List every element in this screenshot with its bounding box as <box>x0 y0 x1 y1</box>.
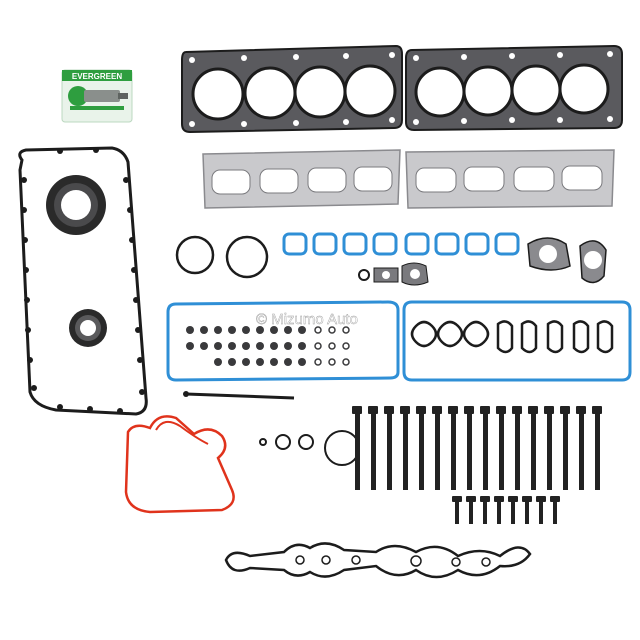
small-misc-gaskets <box>358 237 607 286</box>
rear-crank-seal <box>69 309 107 347</box>
intake-port-seals <box>282 232 520 256</box>
oil-pan-gasket <box>18 146 148 416</box>
head-gasket-left <box>181 44 403 134</box>
valve-stem-seals <box>186 326 306 366</box>
head-gasket-right <box>405 44 623 132</box>
short-bolts <box>452 496 560 524</box>
timing-cover-gasket <box>224 542 532 579</box>
head-bolts <box>352 406 602 490</box>
o-rings-top <box>175 235 269 279</box>
exhaust-manifold-gasket-left <box>202 149 401 209</box>
water-pump-gasket <box>124 415 235 514</box>
rear-strip-gasket <box>183 391 295 400</box>
o-rings-middle <box>259 430 360 466</box>
exhaust-manifold-gasket-right <box>405 149 615 209</box>
spark-plug-tube-seals <box>410 320 614 354</box>
watermark-text: © Mizumo Auto <box>256 311 358 328</box>
front-crank-seal <box>46 175 106 235</box>
valve-cover-gasket-right <box>402 300 632 382</box>
sealant-tube-package: EVERGREEN <box>61 69 133 123</box>
valve-cover-gasket-left <box>166 300 400 382</box>
sealant-brand-label: EVERGREEN <box>72 72 122 81</box>
